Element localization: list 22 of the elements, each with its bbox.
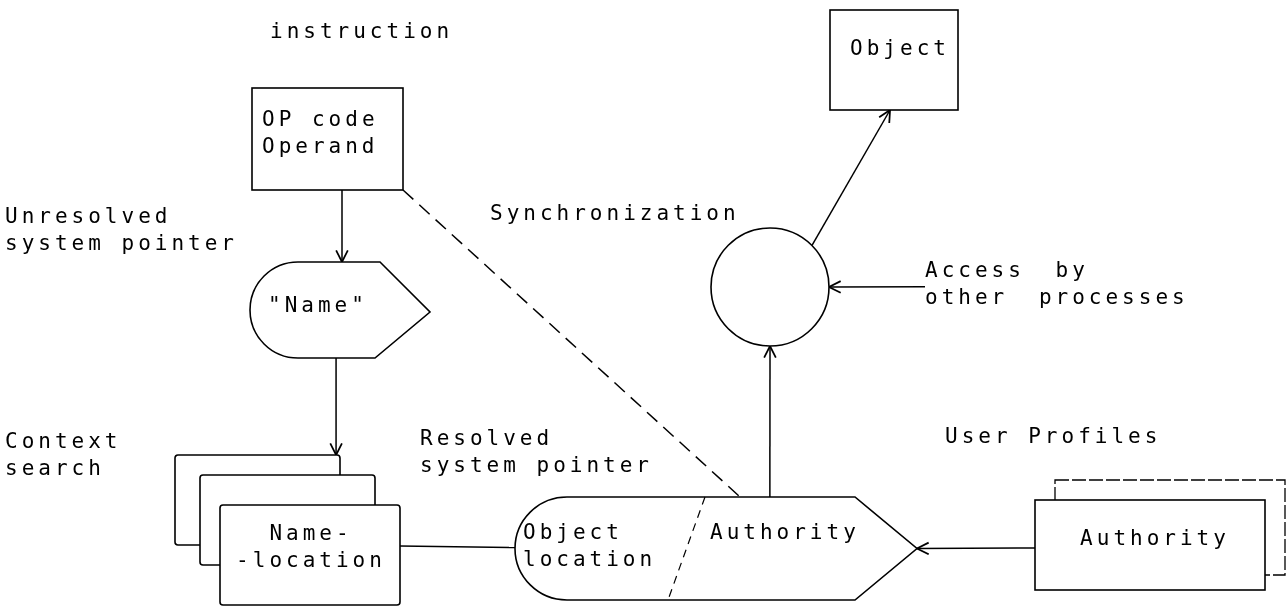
pointer-field: Authority: [710, 519, 910, 547]
location-text: Name- -location: [235, 520, 387, 575]
connector-line: [399, 545, 516, 549]
pointer-label: "Name": [268, 292, 369, 319]
caption-text: User Profiles: [945, 423, 1163, 450]
connector-line: [402, 189, 741, 498]
authority-label: Authority: [1079, 525, 1231, 552]
caption-text: Unresolved system pointer: [5, 203, 239, 258]
arrow: [335, 189, 349, 263]
arrow: [828, 280, 926, 294]
arrow: [763, 345, 777, 498]
caption-text: Resolved system pointer: [420, 425, 654, 480]
arrow: [811, 109, 891, 247]
object-label: Object: [850, 35, 950, 62]
arrow: [916, 541, 1036, 556]
arrow: [329, 357, 343, 456]
pointer-field: Object location: [523, 519, 673, 574]
instruction-text: OP code Operand: [262, 106, 380, 161]
caption-text: Synchronization: [490, 200, 741, 227]
caption-text: instruction: [270, 18, 455, 45]
note-text: Access by other processes: [925, 257, 1190, 312]
caption-text: Context search: [5, 428, 123, 483]
